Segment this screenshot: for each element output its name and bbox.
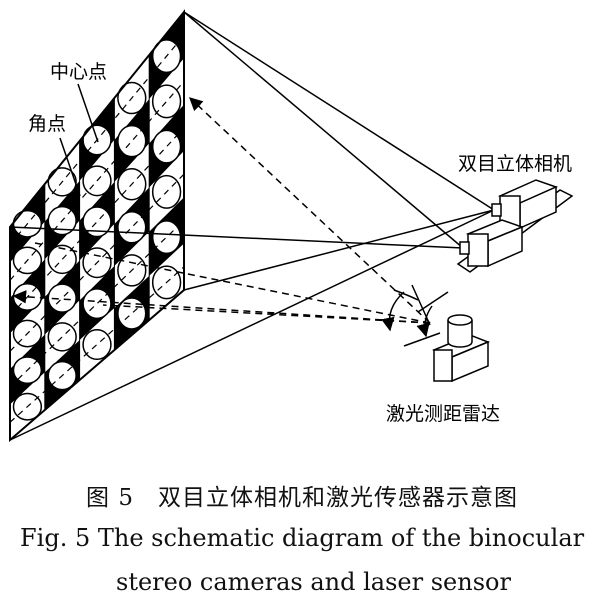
center-circle — [117, 297, 147, 330]
caption-english-line1: Fig. 5 The schematic diagram of the bino… — [20, 524, 585, 552]
laser-rangefinder — [431, 314, 491, 383]
center-circle — [117, 124, 147, 158]
camera-rear-lens — [491, 203, 502, 217]
caption-chinese: 图 5 双目立体相机和激光传感器示意图 — [86, 485, 518, 511]
center-circle — [151, 220, 182, 255]
rotation-arcs — [381, 284, 449, 347]
label-stereo-camera: 双目立体相机 — [458, 153, 572, 175]
frustum-lines — [9, 11, 495, 441]
label-leaders — [59, 83, 99, 197]
board-dashed-line — [9, 266, 185, 423]
center-circle — [151, 129, 182, 164]
center-circle — [82, 206, 112, 238]
schematic-figure: 中心点 角点 双目立体相机 激光测距雷达 — [9, 9, 574, 443]
caption-english-line2: stereo cameras and laser sensor — [116, 568, 511, 596]
board-dashed-line — [9, 173, 185, 352]
center-circle — [47, 283, 77, 313]
calibration-board — [9, 9, 185, 443]
label-corner-point: 角点 — [28, 113, 66, 135]
board-dashed-line — [9, 127, 185, 317]
label-center-point: 中心点 — [50, 61, 107, 83]
camera-front — [467, 233, 489, 267]
center-circle — [117, 211, 147, 244]
center-circle — [82, 288, 112, 320]
center-circle — [82, 329, 112, 361]
laser-rays — [12, 97, 431, 324]
camera-front-lens — [459, 241, 470, 255]
stereo-camera-pair — [456, 179, 574, 273]
center-circle — [151, 84, 182, 119]
board-dashed-line — [9, 220, 185, 388]
board-dashed-line — [9, 81, 185, 281]
label-laser-rangefinder: 激光测距雷达 — [386, 403, 500, 425]
